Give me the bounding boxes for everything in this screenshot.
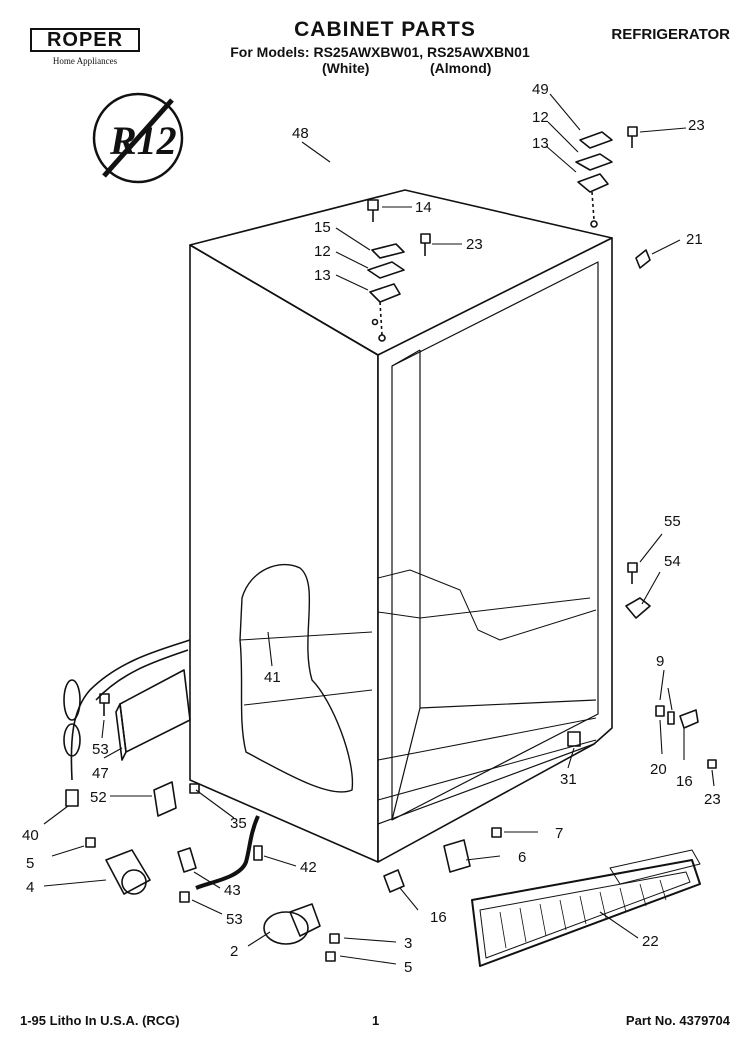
roller-assembly-4 bbox=[85, 837, 151, 895]
callout-5: 5 bbox=[26, 855, 34, 872]
brand-logo: ROPER bbox=[30, 28, 140, 52]
callout-13: 13 bbox=[532, 135, 549, 152]
callout-labels: 48 49 12 13 23 14 15 12 23 13 21 55 54 4… bbox=[22, 81, 721, 976]
callout-3: 3 bbox=[404, 935, 412, 952]
callout-13: 13 bbox=[314, 267, 331, 284]
callout-54: 54 bbox=[664, 553, 681, 570]
callout-48: 48 bbox=[292, 125, 309, 142]
leader-lines bbox=[43, 93, 715, 965]
callout-40: 40 bbox=[22, 827, 39, 844]
callout-14: 14 bbox=[415, 199, 432, 216]
callout-52: 52 bbox=[90, 789, 107, 806]
callout-47: 47 bbox=[92, 765, 109, 782]
callout-31: 31 bbox=[560, 771, 577, 788]
callout-9: 9 bbox=[656, 653, 664, 670]
category-label: REFRIGERATOR bbox=[611, 26, 730, 43]
electrical-box-47 bbox=[99, 669, 191, 761]
brand-name: ROPER bbox=[46, 29, 124, 51]
drain-tube-42 bbox=[195, 815, 263, 890]
cabinet-shell bbox=[189, 189, 613, 863]
callout-23: 23 bbox=[466, 236, 483, 253]
badge-text: R12 bbox=[109, 118, 177, 163]
callout-55: 55 bbox=[664, 513, 681, 530]
callout-35: 35 bbox=[230, 815, 247, 832]
callout-49: 49 bbox=[532, 81, 549, 98]
callout-23: 23 bbox=[688, 117, 705, 134]
r12-badge bbox=[92, 92, 184, 184]
variant-white: (White) bbox=[322, 60, 370, 76]
callout-53: 53 bbox=[92, 741, 109, 758]
callout-16: 16 bbox=[430, 909, 447, 926]
callout-16: 16 bbox=[676, 773, 693, 790]
callout-41: 41 bbox=[264, 669, 281, 686]
roller-assembly-2 bbox=[263, 903, 340, 962]
clip-43 bbox=[177, 847, 197, 903]
callout-20: 20 bbox=[650, 761, 667, 778]
part-31 bbox=[567, 731, 581, 747]
models-line: For Models: RS25AWXBW01, RS25AWXBN01 bbox=[230, 44, 530, 60]
center-hinge-assembly bbox=[367, 199, 431, 342]
callout-22: 22 bbox=[642, 933, 659, 950]
bracket-54 bbox=[625, 562, 651, 619]
variant-almond: (Almond) bbox=[430, 60, 492, 76]
right-hinge-assembly bbox=[575, 126, 651, 269]
callout-42: 42 bbox=[300, 859, 317, 876]
callout-53: 53 bbox=[226, 911, 243, 928]
part-number: Part No. 4379704 bbox=[625, 1013, 730, 1028]
page-title: CABINET PARTS bbox=[294, 18, 476, 41]
callout-7: 7 bbox=[555, 825, 563, 842]
bracket-6 bbox=[383, 827, 502, 893]
page-number: 1 bbox=[372, 1013, 380, 1028]
print-info: 1-95 Litho In U.S.A. (RCG) bbox=[20, 1013, 180, 1028]
callout-23: 23 bbox=[704, 791, 721, 808]
callout-6: 6 bbox=[518, 849, 526, 866]
toe-grille-22 bbox=[471, 849, 701, 967]
callout-21: 21 bbox=[686, 231, 703, 248]
lower-right-hardware bbox=[655, 705, 717, 769]
callout-43: 43 bbox=[224, 882, 241, 899]
power-cord-40 bbox=[63, 639, 191, 807]
callout-12: 12 bbox=[532, 109, 549, 126]
callout-5: 5 bbox=[404, 959, 412, 976]
brand-subtitle: Home Appliances bbox=[52, 56, 118, 66]
bracket-52 bbox=[153, 781, 200, 817]
callout-2: 2 bbox=[230, 943, 238, 960]
callout-12: 12 bbox=[314, 243, 331, 260]
callout-15: 15 bbox=[314, 219, 331, 236]
callout-4: 4 bbox=[26, 879, 34, 896]
